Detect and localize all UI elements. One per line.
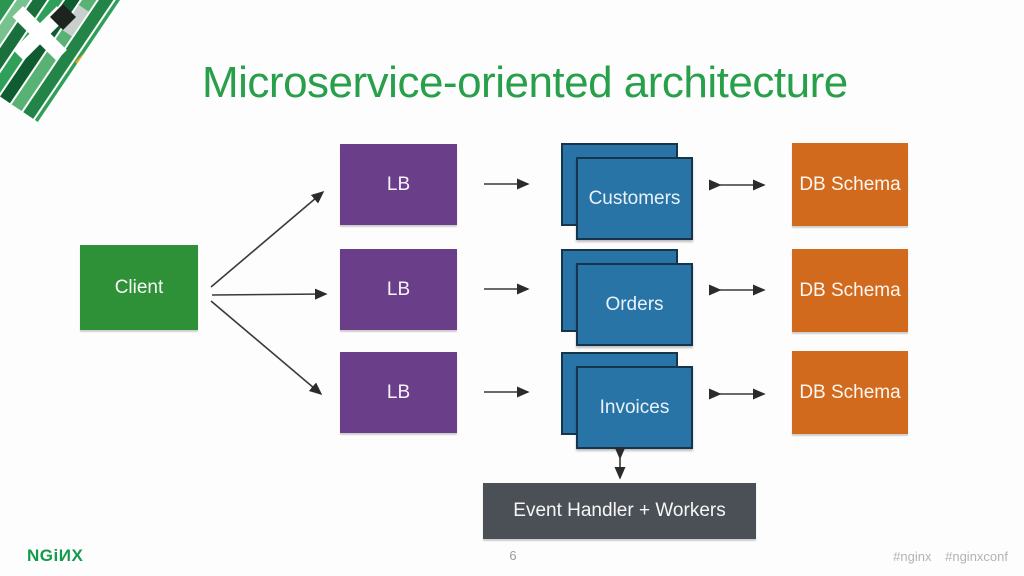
- db-schema-box-3: DB Schema: [792, 351, 908, 434]
- lb-box-1: LB: [340, 144, 457, 225]
- service-label: Invoices: [599, 396, 670, 418]
- db-schema-label: DB Schema: [799, 279, 901, 301]
- db-schema-box-2: DB Schema: [792, 249, 908, 332]
- nginx-footer-logo: NGiИX: [27, 546, 84, 565]
- hashtag-nginx: #nginx: [893, 549, 932, 564]
- lb-label: LB: [386, 278, 411, 300]
- event-handler-box: Event Handler + Workers: [483, 483, 756, 539]
- nginxconf-mosaic-logo-icon: [0, 0, 120, 127]
- client-box: Client: [80, 245, 198, 330]
- client-label: Client: [114, 276, 164, 298]
- service-card-front: Customers: [576, 157, 693, 240]
- service-card-front: Orders: [576, 263, 693, 346]
- service-stack-customers: Customers: [561, 143, 693, 240]
- lb-label: LB: [386, 173, 411, 195]
- lb-box-3: LB: [340, 352, 457, 433]
- service-card-front: Invoices: [576, 366, 693, 449]
- arrow-client-lb3: [210, 300, 323, 396]
- service-label: Customers: [588, 187, 681, 209]
- lb-label: LB: [386, 381, 411, 403]
- service-stack-invoices: Invoices: [561, 352, 693, 449]
- slide-title: Microservice-oriented architecture: [202, 58, 848, 107]
- arrow-client-lb1: [210, 190, 325, 288]
- footer-hashtags: #nginx #nginxconf: [883, 549, 1008, 564]
- db-schema-box-1: DB Schema: [792, 143, 908, 226]
- hashtag-nginxconf: #nginxconf: [945, 549, 1008, 564]
- arrow-client-lb2: [211, 288, 328, 300]
- service-label: Orders: [605, 293, 664, 315]
- event-handler-label: Event Handler + Workers: [513, 500, 726, 521]
- page-number: 6: [509, 548, 517, 563]
- db-schema-label: DB Schema: [799, 381, 901, 403]
- db-schema-label: DB Schema: [799, 173, 901, 195]
- lb-box-2: LB: [340, 249, 457, 330]
- service-stack-orders: Orders: [561, 249, 693, 346]
